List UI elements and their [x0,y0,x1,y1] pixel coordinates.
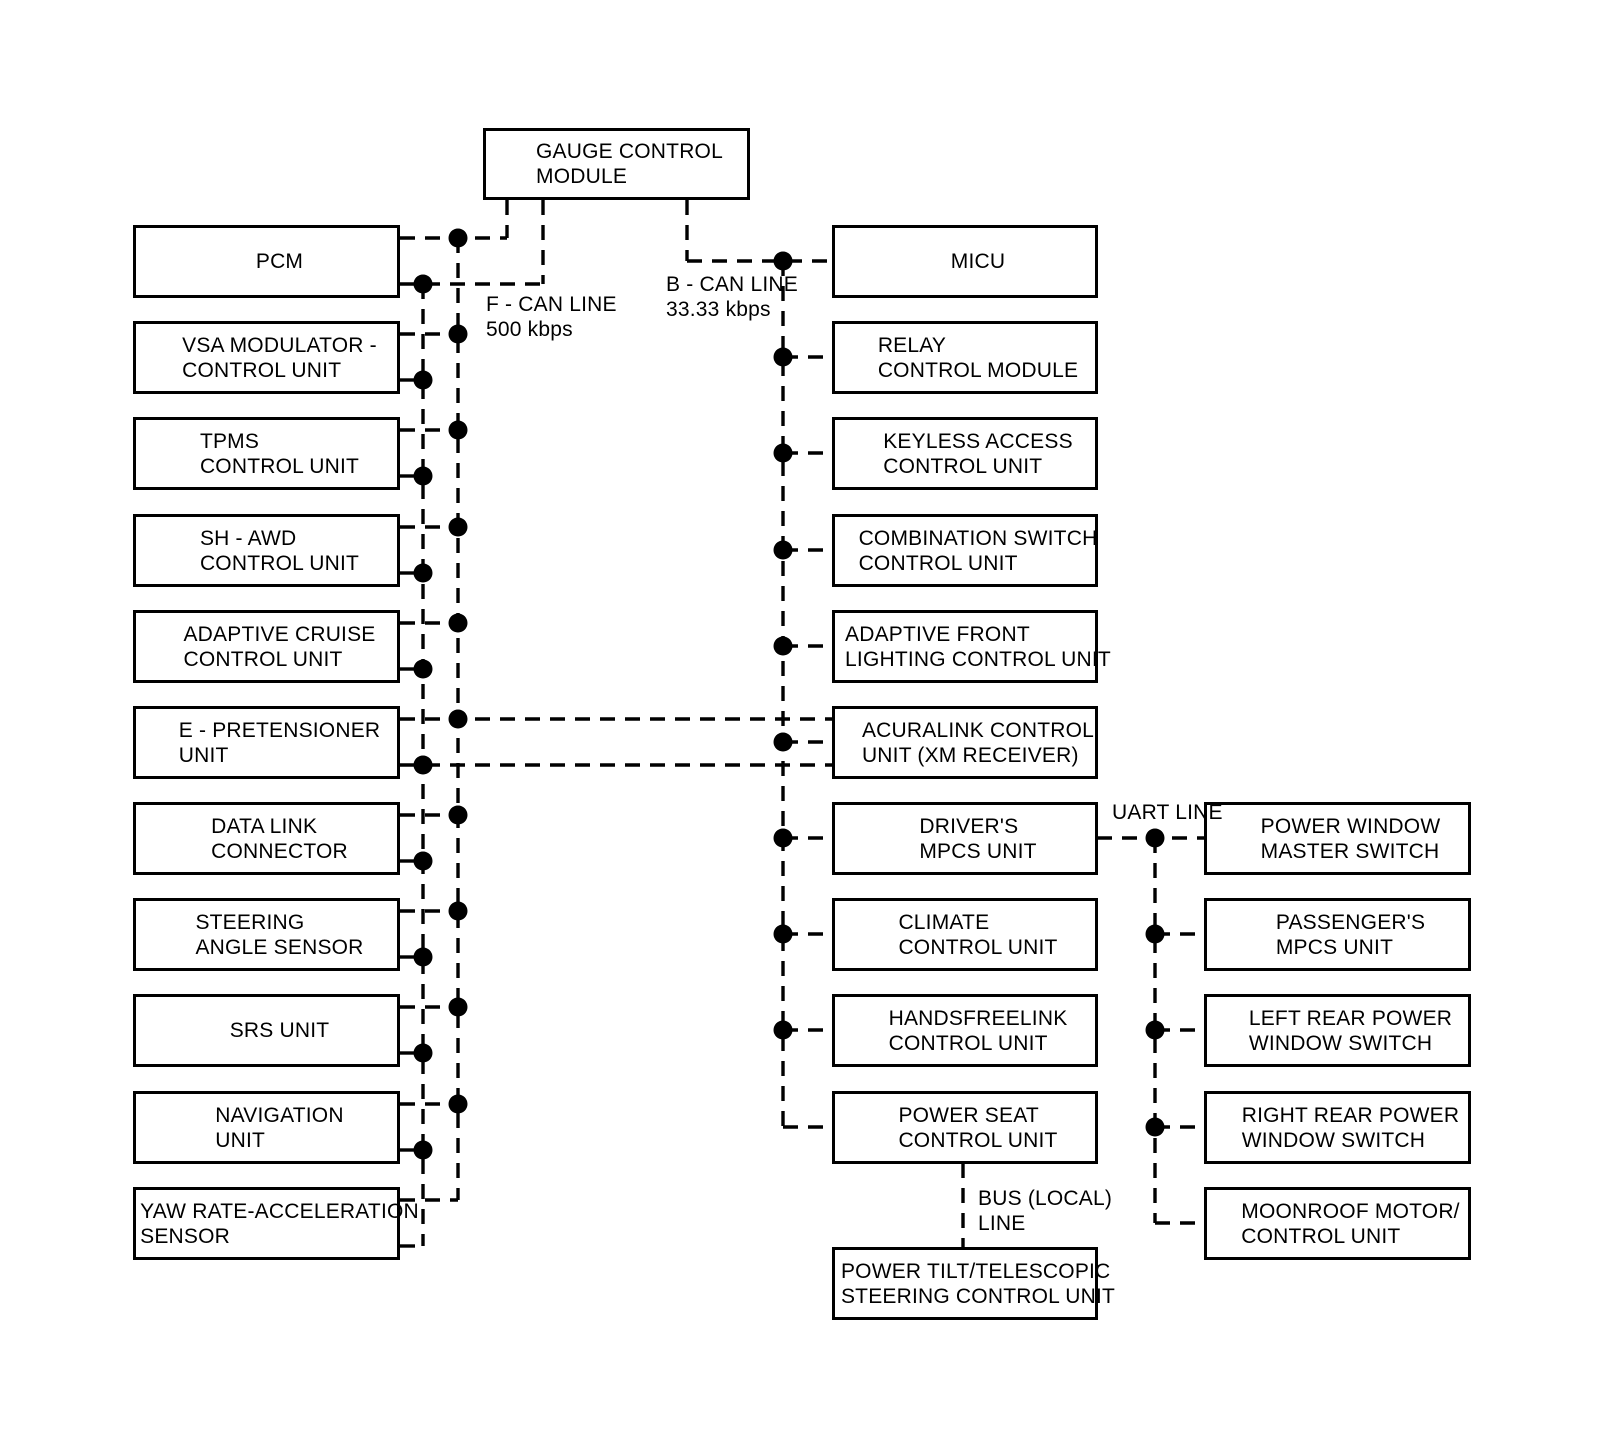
drivers-mpcs-box: DRIVER'S MPCS UNIT [832,802,1098,875]
junction-dots [413,228,1165,1160]
climate-control-box: CLIMATE CONTROL UNIT [832,898,1098,971]
right-rear-window-switch-label: RIGHT REAR POWER WINDOW SWITCH [1241,1103,1460,1152]
gauge-control-module-box: GAUGE CONTROL MODULE [483,128,750,200]
srs-unit-box: SRS UNIT [133,994,400,1067]
adaptive-cruise-label: ADAPTIVE CRUISE CONTROL UNIT [183,622,376,671]
f-can-bus-line [400,200,832,1248]
b-can-line-label: B - CAN LINE 33.33 kbps [666,273,798,321]
e-pretensioner-label: E - PRETENSIONER UNIT [178,718,381,767]
srs-unit-label: SRS UNIT [229,1019,330,1042]
relay-control-module-box: RELAY CONTROL MODULE [832,321,1098,394]
drivers-mpcs-label: DRIVER'S MPCS UNIT [919,814,1037,863]
yaw-rate-sensor-label: YAW RATE-ACCELERATION SENSOR [140,1199,419,1248]
navigation-unit-label: NAVIGATION UNIT [215,1103,344,1152]
steering-angle-sensor-label: STEERING ANGLE SENSOR [195,910,364,959]
power-tilt-steering-label: POWER TILT/TELESCOPIC STEERING CONTROL U… [840,1259,1116,1308]
steering-angle-sensor-box: STEERING ANGLE SENSOR [133,898,400,971]
power-seat-label: POWER SEAT CONTROL UNIT [898,1103,1058,1152]
combination-switch-box: COMBINATION SWITCH CONTROL UNIT [832,514,1098,587]
relay-control-module-label: RELAY CONTROL MODULE [877,333,1079,382]
acuralink-box: ACURALINK CONTROL UNIT (XM RECEIVER) [832,706,1098,779]
adaptive-cruise-box: ADAPTIVE CRUISE CONTROL UNIT [133,610,400,683]
power-window-master-switch-label: POWER WINDOW MASTER SWITCH [1260,814,1441,863]
left-rear-window-switch-box: LEFT REAR POWER WINDOW SWITCH [1204,994,1471,1067]
left-rear-window-switch-label: LEFT REAR POWER WINDOW SWITCH [1248,1006,1453,1055]
pcm-box: PCM [133,225,400,298]
uart-line-label: UART LINE [1112,801,1223,824]
tpms-label: TPMS CONTROL UNIT [199,429,360,478]
yaw-rate-sensor-box: YAW RATE-ACCELERATION SENSOR [133,1187,419,1260]
navigation-unit-box: NAVIGATION UNIT [133,1091,400,1164]
pcm-label: PCM [255,250,304,273]
power-window-master-switch-box: POWER WINDOW MASTER SWITCH [1204,802,1471,875]
climate-control-label: CLIMATE CONTROL UNIT [898,910,1058,959]
adaptive-front-lighting-box: ADAPTIVE FRONT LIGHTING CONTROL UNIT [832,610,1111,683]
adaptive-front-lighting-label: ADAPTIVE FRONT LIGHTING CONTROL UNIT [845,622,1111,671]
moonroof-motor-label: MOONROOF MOTOR/ CONTROL UNIT [1241,1199,1460,1248]
vsa-modulator-box: VSA MODULATOR - CONTROL UNIT [133,321,400,394]
power-tilt-steering-box: POWER TILT/TELESCOPIC STEERING CONTROL U… [832,1247,1115,1320]
e-pretensioner-box: E - PRETENSIONER UNIT [133,706,400,779]
keyless-access-box: KEYLESS ACCESS CONTROL UNIT [832,417,1098,490]
bus-local-line-label: BUS (LOCAL) LINE [978,1187,1113,1235]
passengers-mpcs-label: PASSENGER'S MPCS UNIT [1275,910,1426,959]
right-rear-window-switch-box: RIGHT REAR POWER WINDOW SWITCH [1204,1091,1471,1164]
moonroof-motor-box: MOONROOF MOTOR/ CONTROL UNIT [1204,1187,1471,1260]
tpms-box: TPMS CONTROL UNIT [133,417,400,490]
keyless-access-label: KEYLESS ACCESS CONTROL UNIT [883,429,1073,478]
micu-label: MICU [950,250,1006,273]
power-seat-box: POWER SEAT CONTROL UNIT [832,1091,1098,1164]
combination-switch-label: COMBINATION SWITCH CONTROL UNIT [858,526,1098,575]
sh-awd-box: SH - AWD CONTROL UNIT [133,514,400,587]
sh-awd-label: SH - AWD CONTROL UNIT [199,526,360,575]
gauge-control-module-label: GAUGE CONTROL MODULE [536,140,723,188]
f-can-line-label: F - CAN LINE 500 kbps [486,293,617,341]
acuralink-label: ACURALINK CONTROL UNIT (XM RECEIVER) [861,718,1095,767]
passengers-mpcs-box: PASSENGER'S MPCS UNIT [1204,898,1471,971]
b-can-bus-line [685,200,832,1129]
handsfreelink-label: HANDSFREELINK CONTROL UNIT [888,1006,1068,1055]
data-link-connector-box: DATA LINK CONNECTOR [133,802,400,875]
micu-box: MICU [832,225,1098,298]
data-link-connector-label: DATA LINK CONNECTOR [211,814,348,863]
handsfreelink-box: HANDSFREELINK CONTROL UNIT [832,994,1098,1067]
vsa-modulator-label: VSA MODULATOR - CONTROL UNIT [182,333,377,382]
